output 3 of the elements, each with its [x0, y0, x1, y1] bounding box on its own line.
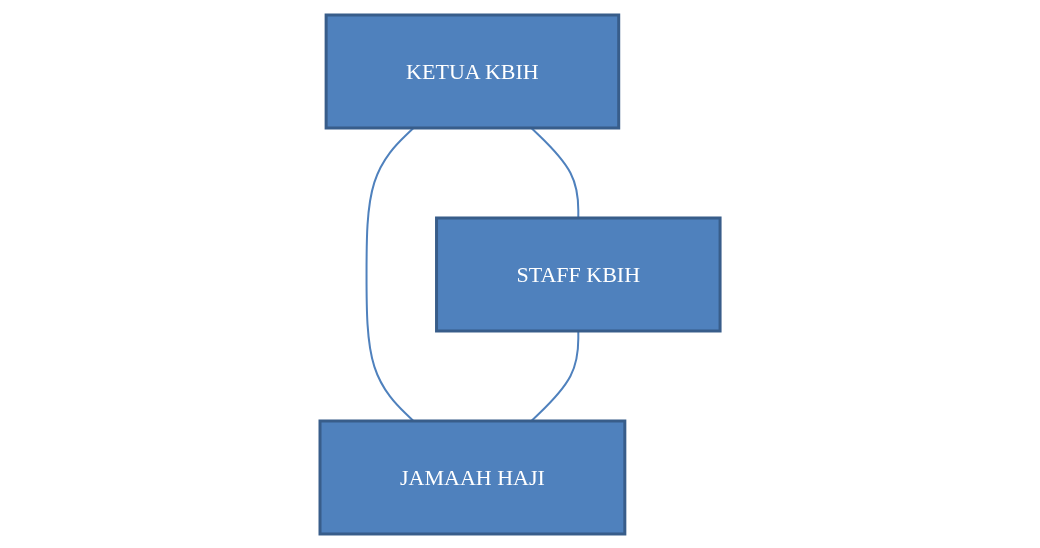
node-box: KETUA KBIH	[324, 13, 621, 129]
node-box: STAFF KBIH	[435, 216, 722, 332]
node-box: JAMAAH HAJI	[318, 419, 627, 535]
